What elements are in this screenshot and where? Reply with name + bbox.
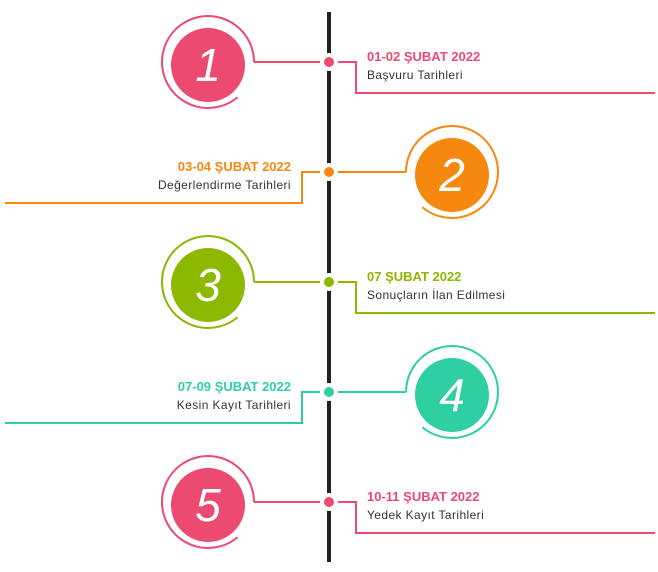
timeline-label: Değerlendirme Tarihleri [157,178,291,192]
step-number: 3 [195,259,221,311]
ring-arc [161,455,255,549]
timeline-dot [324,387,334,397]
text-connector [338,501,655,534]
timeline-dot [324,57,334,67]
step-number: 1 [195,39,221,91]
timeline-dot [324,497,334,507]
timeline-item-2: 2 [5,125,499,219]
step-number: 5 [195,479,221,531]
timeline-label: Kesin Kayıt Tarihleri [176,398,291,412]
text-connector [5,391,320,424]
ring-arc [161,15,255,109]
timeline-dot [324,167,334,177]
timeline-date: 10-11 ŞUBAT 2022 [367,489,480,504]
text-connector [338,281,655,314]
number-circle [171,468,245,542]
timeline-item-1: 1 [161,15,655,109]
ring-arc [405,345,499,439]
timeline-item-5: 5 [161,455,655,549]
timeline-date: 07 ŞUBAT 2022 [367,269,462,284]
timeline-label: Yedek Kayıt Tarihleri [367,508,485,522]
timeline-date: 07-09 ŞUBAT 2022 [177,379,291,394]
number-circle [171,248,245,322]
timeline-date: 01-02 ŞUBAT 2022 [367,49,481,64]
ring-arc [161,235,255,329]
text-connector [5,171,320,204]
step-number: 4 [439,369,465,421]
step-number: 2 [438,149,465,201]
timeline-dot [324,277,334,287]
timeline-item-3: 3 [161,235,655,329]
timeline-label: Sonuçların İlan Edilmesi [367,288,506,302]
timeline-item-4: 4 [5,345,499,439]
timeline-label: Başvuru Tarihleri [367,68,463,82]
number-circle [171,28,245,102]
timeline-date: 03-04 ŞUBAT 2022 [177,159,291,174]
ring-arc [405,125,499,219]
number-circle [415,138,489,212]
number-circle [415,358,489,432]
text-connector [338,61,655,94]
